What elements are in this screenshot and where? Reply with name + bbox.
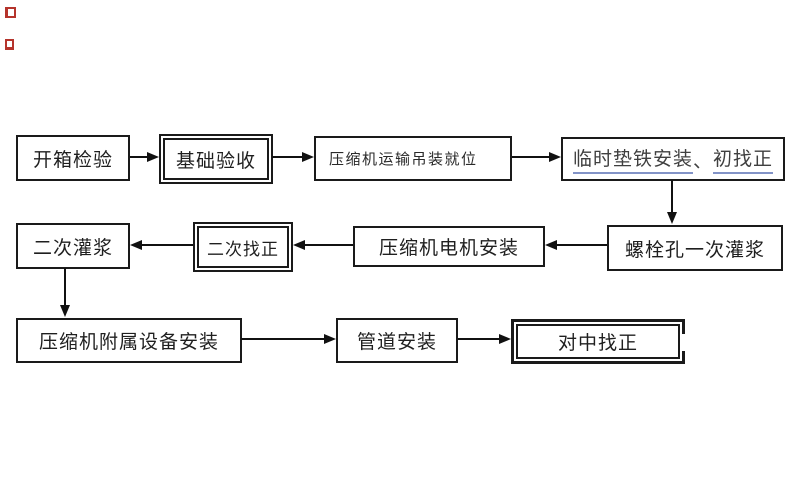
node-label: 二次找正 — [207, 239, 279, 259]
arrow-head-left — [293, 240, 305, 250]
arrow-head-left — [545, 240, 557, 250]
arrow-head-right — [549, 152, 561, 162]
node-label: 管道安装 — [356, 332, 437, 353]
double-border-inner: 基础验收 — [163, 138, 269, 180]
arrow-head-right — [302, 152, 314, 162]
underlined-text: 初找正 — [713, 144, 774, 174]
node-label: 二次灌浆 — [32, 237, 113, 259]
arrow-line — [557, 244, 607, 246]
node-label: 开箱检验 — [32, 149, 113, 171]
arrow-head-right — [147, 152, 159, 162]
arrow-line — [671, 180, 673, 213]
flow-node-fushu-shebei: 压缩机附属设备安装 — [16, 318, 242, 363]
flow-node-luoshuankong-guanjiang: 螺栓孔一次灌浆 — [607, 225, 783, 271]
arrow-line — [512, 156, 550, 158]
node-label: 、 — [692, 150, 713, 172]
node-label: 基础验收 — [175, 150, 256, 172]
node-label: 压缩机附属设备安装 — [38, 332, 219, 353]
arrow-line — [305, 244, 353, 246]
flow-node-duizhong-zhaozheng: 对中找正 — [511, 319, 685, 364]
arrow-line — [272, 156, 303, 158]
flow-node-erci-guanjiang: 二次灌浆 — [16, 223, 130, 269]
arrow-line — [64, 268, 66, 306]
flow-node-yunshu-diaozhuang: 压缩机运输吊装就位 — [314, 136, 512, 181]
arrow-line — [130, 156, 148, 158]
arrow-line — [142, 244, 193, 246]
flow-node-kaixiang-jianyan: 开箱检验 — [16, 135, 130, 181]
watermark-notch — [680, 334, 685, 351]
flow-node-guandao-anzhuang: 管道安装 — [336, 318, 458, 363]
red-watermark-fragment — [5, 7, 16, 18]
node-label: 压缩机运输吊装就位 — [329, 151, 478, 168]
flow-node-erci-zhaozheng: 二次找正 — [193, 222, 293, 272]
arrow-head-right — [499, 334, 511, 344]
arrow-head-down — [667, 212, 677, 224]
arrow-head-right — [324, 334, 336, 344]
flow-node-dianji-anzhuang: 压缩机电机安装 — [353, 226, 545, 267]
node-label: 螺栓孔一次灌浆 — [624, 239, 765, 261]
arrow-line — [458, 338, 500, 340]
arrow-head-left — [130, 240, 142, 250]
flow-node-linshi-dietie: 临时垫铁安装 、 初找正 — [561, 137, 785, 181]
node-label: 压缩机电机安装 — [378, 238, 519, 259]
red-watermark-fragment — [5, 39, 14, 50]
double-border-inner: 对中找正 — [516, 324, 680, 359]
node-label: 对中找正 — [557, 333, 638, 354]
arrow-head-down — [60, 305, 70, 317]
flow-node-jichu-yanshou: 基础验收 — [159, 134, 273, 184]
underlined-text: 临时垫铁安装 — [572, 144, 693, 174]
arrow-line — [241, 338, 325, 340]
double-border-inner: 二次找正 — [197, 226, 289, 268]
